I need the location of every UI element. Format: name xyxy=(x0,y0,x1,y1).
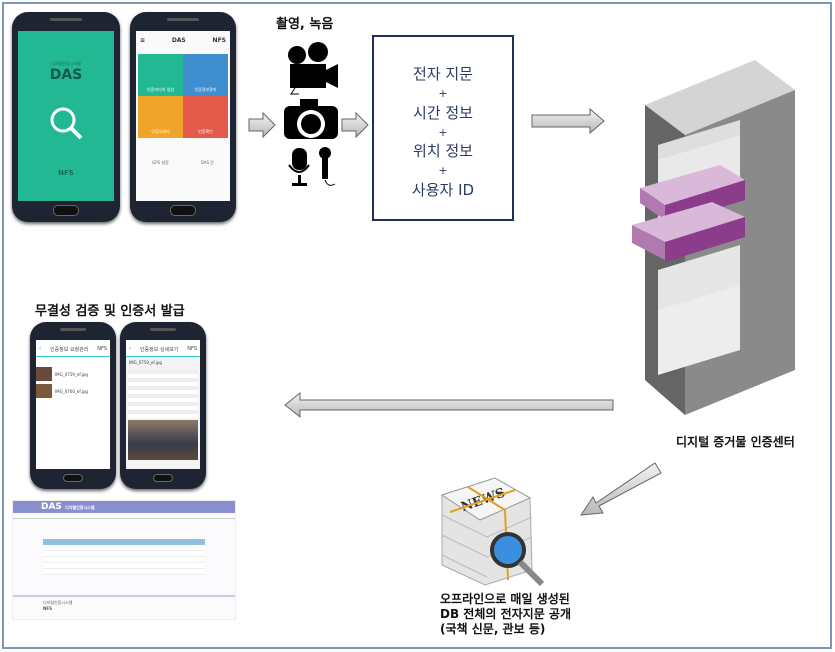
arrow-left xyxy=(284,391,614,419)
detail-file: IMG_0759_ef.jpg xyxy=(129,360,162,366)
list-logo: NFS xyxy=(97,346,107,353)
magnifier-icon xyxy=(50,107,83,140)
arrow-right-3 xyxy=(531,107,605,135)
fp-plus: + xyxy=(438,125,448,139)
menu-title: DAS xyxy=(171,36,186,44)
capture-label: 촬영, 녹음 xyxy=(276,17,334,32)
fingerprint-box: 전자 지문 + 시간 정보 + 위치 정보 + 사용자 ID xyxy=(372,35,514,221)
phone-splash: 디지털인증시스템 DAS NFS xyxy=(12,12,120,222)
list-file[interactable]: IMG_0759_ef.jpg xyxy=(55,371,88,377)
splash-footer: NFS xyxy=(58,168,74,177)
publish-line: DB 전체의 전자지문 공개 xyxy=(440,607,572,621)
newspaper-magnifier-icon: NEWS xyxy=(440,477,545,587)
camera-icon xyxy=(284,99,338,139)
splash-title: DAS xyxy=(49,66,83,83)
list-title: 인증정보 요청관리 xyxy=(49,347,89,354)
web-name: 디지털인증시스템 xyxy=(65,505,95,510)
camcorder-icon xyxy=(288,42,338,95)
arrow-diagonal xyxy=(580,462,662,516)
fp-plus: + xyxy=(438,164,448,178)
fp-line: 시간 정보 xyxy=(413,103,473,122)
tile-create-media[interactable]: 인증미디어 생성 xyxy=(138,53,183,96)
das-help[interactable]: DAS 란 xyxy=(200,159,214,165)
publish-line: 오프라인으로 매일 생성된 xyxy=(440,592,570,606)
fp-line: 전자 지문 xyxy=(413,65,473,83)
tile-cert-manage[interactable]: 인증서관리 xyxy=(138,95,183,138)
list-file[interactable]: IMG_0760_ef.jpg xyxy=(55,388,88,394)
tile-info-manage[interactable]: 인증정보관리 xyxy=(183,53,228,96)
fp-plus: + xyxy=(438,87,448,101)
detail-logo: NFS xyxy=(187,346,197,353)
tile-cert-check[interactable]: 인증확인 xyxy=(183,95,228,138)
verify-label: 무결성 검증 및 인증서 발급 xyxy=(35,304,185,319)
fp-line: 사용자 ID xyxy=(411,180,475,199)
menu-logo: NFS xyxy=(212,36,226,44)
center-label: 디지털 증거물 인증센터 xyxy=(676,435,795,449)
web-logo: DAS xyxy=(41,502,62,512)
gps-settings[interactable]: GPS 설정 xyxy=(152,159,169,165)
publish-label: 오프라인으로 매일 생성된 DB 전체의 전자지문 공개 (국책 신문, 관보 … xyxy=(440,592,571,637)
meeting-photo xyxy=(128,420,198,461)
web-footer: 디지털인증시스템 xyxy=(43,600,73,605)
publish-line: (국책 신문, 관보 등) xyxy=(440,622,546,636)
detail-title: 인증정보 상세보기 xyxy=(139,347,179,354)
server-rack-icon xyxy=(632,60,795,415)
splash-subtitle: 디지털인증시스템 xyxy=(51,60,81,66)
fp-line: 위치 정보 xyxy=(413,142,473,161)
arrow-right-2 xyxy=(341,111,369,139)
microphone-icon xyxy=(288,147,336,186)
web-footer-logo: NFS xyxy=(43,606,52,611)
arrow-right-1 xyxy=(248,111,276,139)
